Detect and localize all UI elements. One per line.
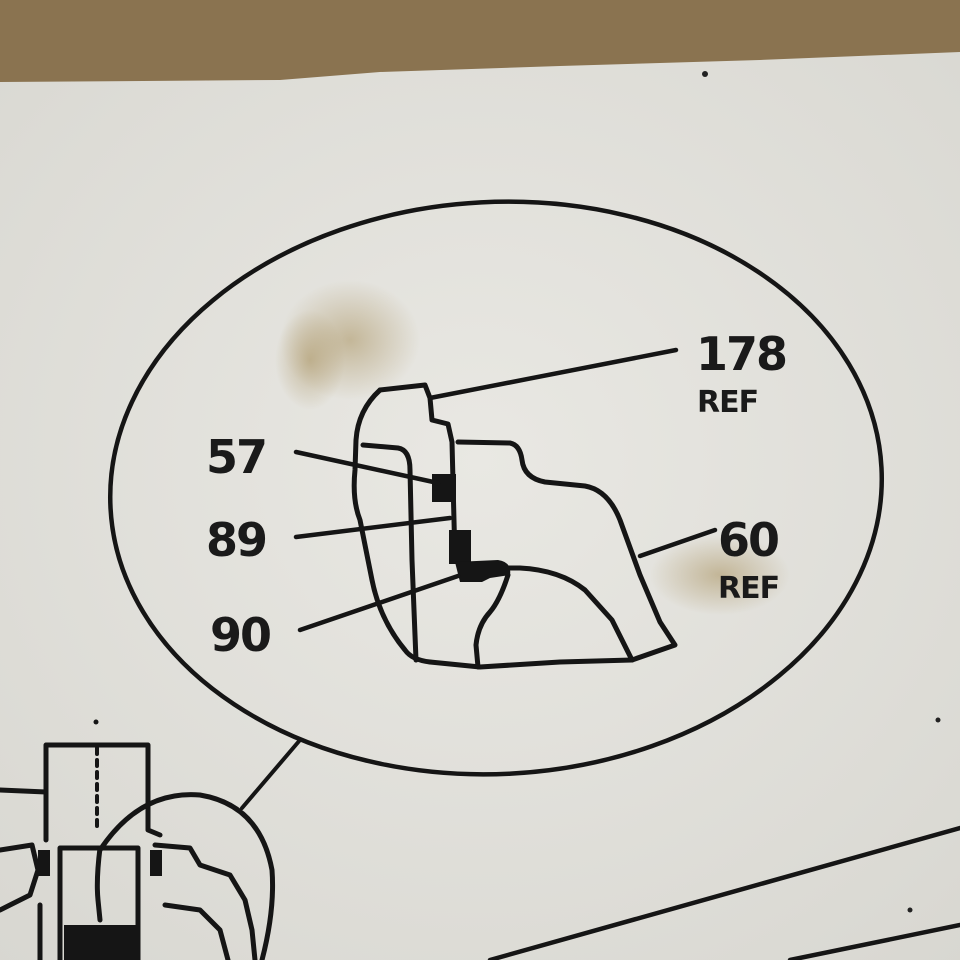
detail-view-outline: [107, 199, 885, 777]
seal-blocks: [432, 474, 511, 582]
leader-lines: [293, 347, 718, 633]
leader-57: [293, 449, 441, 486]
filled-block: [64, 925, 136, 960]
callout-89: 89: [206, 513, 268, 567]
leader-89: [293, 515, 453, 540]
callout-60: 60 REF: [718, 513, 780, 606]
callout-number: 178: [696, 327, 786, 381]
stain-marks: [275, 71, 941, 913]
callout-suffix: REF: [718, 571, 779, 606]
callout-90: 90: [210, 608, 272, 662]
callout-number: 90: [210, 608, 270, 662]
callout-suffix: REF: [697, 385, 758, 420]
part-cross-section: [351, 382, 678, 670]
callout-178: 178 REF: [696, 327, 788, 420]
leader-60: [637, 527, 718, 559]
callout-number: 89: [206, 513, 266, 567]
paper-sheet: [0, 52, 960, 960]
leader-90: [297, 573, 461, 633]
assembly-lines-right: [487, 825, 960, 960]
callout-57: 57: [206, 430, 268, 484]
partial-assembly-blocks: [38, 850, 162, 876]
leader-178: [427, 347, 679, 401]
callout-number: 60: [718, 513, 778, 567]
detail-connector-line: [240, 738, 302, 810]
partial-assembly-drawing: [0, 719, 276, 960]
callout-number: 57: [206, 430, 266, 484]
